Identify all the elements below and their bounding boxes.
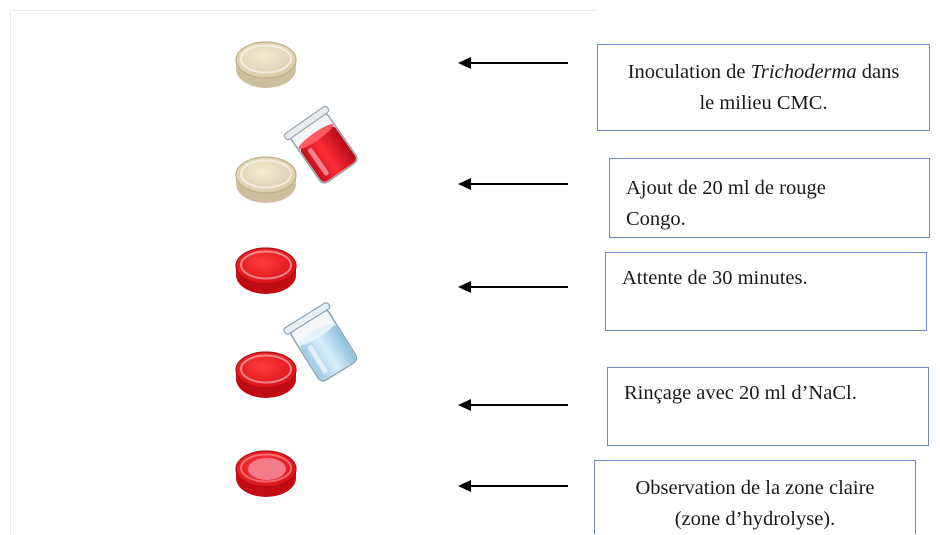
step-text-line1: Ajout de 20 ml de rouge bbox=[626, 177, 826, 199]
arrow-left-icon bbox=[458, 281, 568, 293]
step-text-line1: Observation de la zone claire bbox=[635, 477, 875, 499]
step-box-inoculation: Inoculation de Trichoderma dans le milie… bbox=[597, 44, 930, 131]
beaker-congo-red-icon bbox=[283, 105, 358, 184]
petri-dish-cmc-icon bbox=[235, 41, 297, 88]
step-text-line1: Rinçage avec 20 ml d’NaCl. bbox=[624, 382, 857, 404]
arrow-left-icon bbox=[458, 178, 568, 190]
arrow-left-icon bbox=[458, 480, 568, 492]
step-box-rinse: Rinçage avec 20 ml d’NaCl. bbox=[607, 367, 929, 446]
step-text-line2: Congo. bbox=[626, 208, 686, 230]
step-text-line1: Attente de 30 minutes. bbox=[622, 267, 808, 289]
step-text-line2: le milieu CMC. bbox=[699, 92, 828, 114]
diagram-frame bbox=[10, 10, 597, 535]
petri-dish-cmc-icon bbox=[235, 156, 297, 203]
petri-dish-clear-zone-icon bbox=[235, 450, 297, 497]
step-box-observe: Observation de la zone claire (zone d’hy… bbox=[594, 460, 916, 534]
beaker-nacl-icon bbox=[283, 302, 358, 382]
petri-dish-congo-red-icon bbox=[235, 247, 297, 294]
petri-dish-congo-red-icon bbox=[235, 351, 297, 398]
step-text-line1: Inoculation de Trichoderma dans bbox=[627, 61, 900, 83]
arrow-left-icon bbox=[458, 57, 568, 69]
step-box-congo: Ajout de 20 ml de rouge Congo. bbox=[609, 158, 930, 238]
step-box-wait: Attente de 30 minutes. bbox=[605, 252, 927, 331]
arrow-left-icon bbox=[458, 399, 568, 411]
step-text-line2: (zone d’hydrolyse). bbox=[674, 508, 836, 530]
